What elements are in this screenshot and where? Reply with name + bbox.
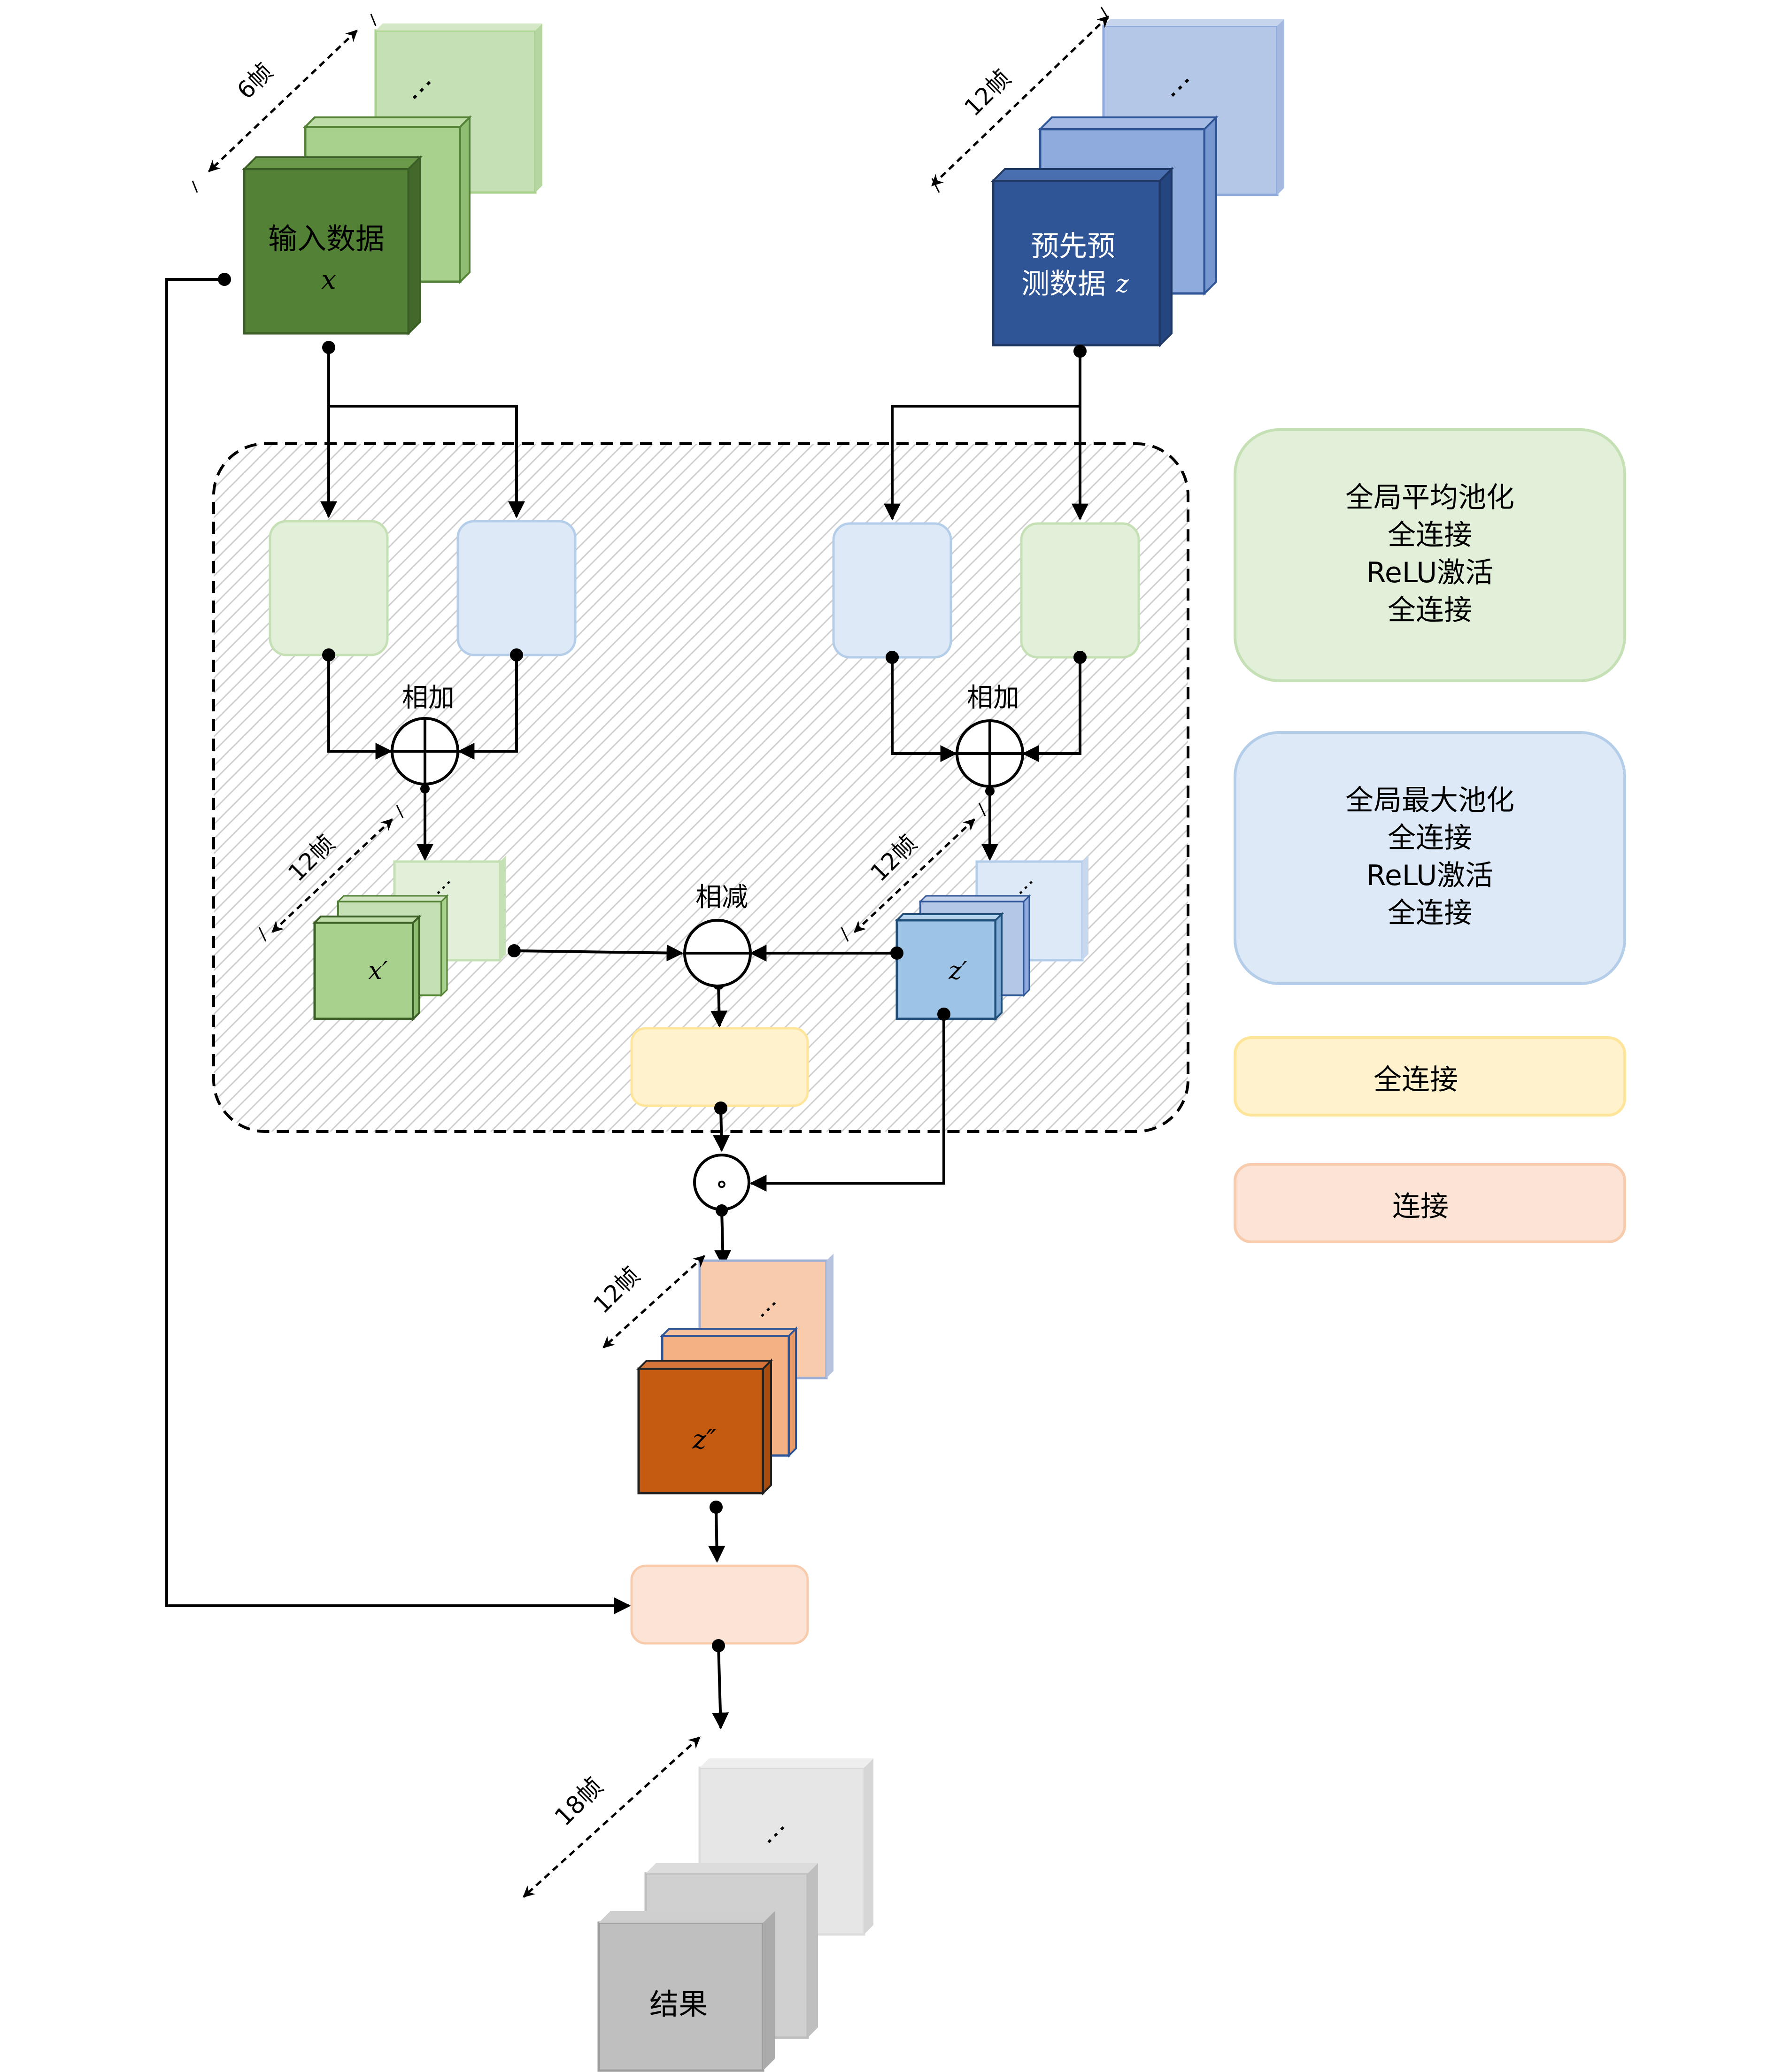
legend-maxpool: 全局最大池化 全连接 ReLU激活 全连接 — [1234, 731, 1626, 985]
legend-avgpool-line1: 全局平均池化 — [1345, 481, 1514, 514]
legend-maxpool-line2: 全连接 — [1388, 822, 1472, 855]
pred-frame-front — [991, 167, 1174, 347]
right-maxpool-block — [832, 522, 952, 659]
pred-branch-lines — [884, 345, 1088, 521]
zprime-to-hadamard-line — [749, 1008, 950, 1192]
legend-maxpool-line1: 全局最大池化 — [1345, 784, 1514, 817]
input-skip-connection — [165, 273, 631, 1614]
input-frame-stack: ⋮ 输入数据 x — [242, 23, 542, 336]
legend: 全局平均池化 全连接 ReLU激活 全连接 全局最大池化 全连接 ReLU激活 … — [1234, 428, 1626, 1243]
concat-to-result-line — [712, 1639, 729, 1730]
result-label: 结果 — [649, 1987, 708, 2021]
right-avgpool-block — [1020, 522, 1140, 659]
legend-concat: 连接 — [1234, 1163, 1626, 1243]
subtract-operator — [683, 919, 752, 987]
fc-to-hadamard-line — [713, 1101, 730, 1152]
left-add-operator — [391, 717, 459, 786]
zprime-variable: z′ — [948, 957, 967, 985]
input-branch-lines — [320, 341, 525, 518]
result-frame-stack: ⋮ 结果 — [597, 1758, 873, 2072]
legend-avgpool-line4: 全连接 — [1388, 594, 1472, 627]
zdprime-variable: z″ — [692, 1425, 717, 1455]
zdprime-to-concat-line — [708, 1501, 725, 1563]
zdprime-frames-label: 12帧 — [588, 1262, 645, 1318]
input-variable: x — [321, 265, 336, 295]
pred-frame-stack: ⋮ 预先预 测数据 z — [991, 19, 1284, 347]
legend-maxpool-line4: 全连接 — [1388, 897, 1472, 930]
pred-title-line1: 预先预 — [1031, 230, 1115, 263]
input-title: 输入数据 — [268, 222, 385, 256]
left-avgpool-block — [269, 520, 389, 656]
legend-fc: 全连接 — [1234, 1036, 1626, 1117]
result-frames-label: 18帧 — [549, 1772, 609, 1832]
legend-fc-label: 全连接 — [1374, 1063, 1458, 1096]
subtract-label: 相减 — [695, 882, 748, 913]
legend-avgpool: 全局平均池化 全连接 ReLU激活 全连接 — [1234, 428, 1626, 682]
legend-avgpool-line2: 全连接 — [1388, 519, 1472, 552]
left-add-label: 相加 — [402, 683, 455, 713]
xprime-variable: x′ — [368, 957, 387, 985]
left-maxpool-block — [456, 520, 577, 656]
right-add-label: 相加 — [967, 683, 1019, 713]
right-add-operator — [956, 719, 1024, 788]
hadamard-to-zdprime-line — [714, 1204, 732, 1267]
input-frames-label: 6帧 — [232, 58, 278, 105]
legend-concat-label: 连接 — [1392, 1190, 1449, 1223]
left-add-lines — [322, 648, 523, 760]
zdprime-frame-stack: ⋮ z″ — [636, 1254, 833, 1495]
hadamard-symbol: ∘ — [715, 1169, 728, 1199]
fc-block — [630, 1027, 809, 1107]
pred-variable: z — [1115, 270, 1129, 298]
legend-maxpool-line3: ReLU激活 — [1366, 859, 1493, 892]
pred-title-line2: 测数据 — [1021, 268, 1106, 300]
legend-avgpool-line3: ReLU激活 — [1366, 556, 1493, 589]
right-add-lines — [886, 651, 1087, 762]
concat-block — [630, 1564, 809, 1645]
